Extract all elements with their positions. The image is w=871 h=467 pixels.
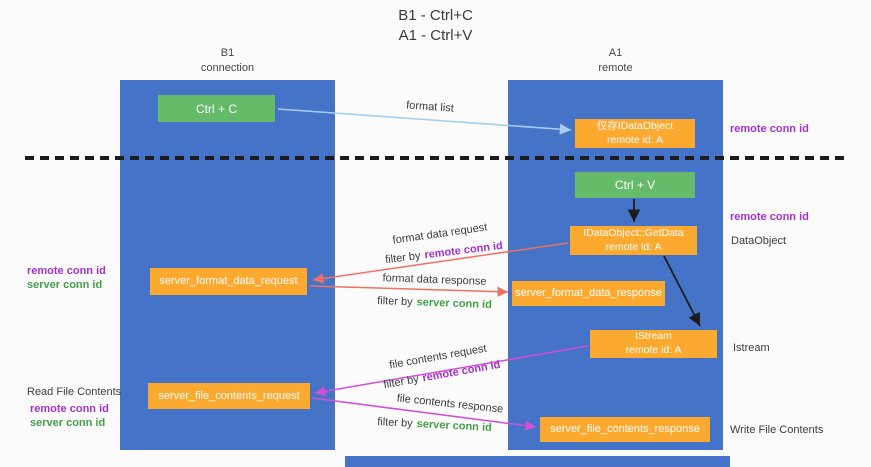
server-format-data-request-box: server_format_data_request xyxy=(150,268,307,295)
server-format-data-response-label: server_format_data_response xyxy=(515,287,662,300)
remote-conn-id-text: remote conn id xyxy=(423,239,504,262)
ctrl-v-box: Ctrl + V xyxy=(575,172,695,198)
istream-line2: remote id: A xyxy=(625,344,682,356)
remote-conn-id-left-2: remote conn id xyxy=(30,403,109,415)
divider-dashed-line xyxy=(25,156,845,160)
server-conn-id-left-1: server conn id xyxy=(27,279,103,291)
title-line-2: A1 - Ctrl+V xyxy=(398,26,473,44)
format-list-label: format list xyxy=(405,99,455,115)
lane-b1-subtitle: connection xyxy=(200,61,255,74)
server-conn-id-text: server conn id xyxy=(416,418,493,434)
getdata-line2: remote id: A xyxy=(605,240,662,253)
file-contents-response-label: file contents response xyxy=(396,392,504,416)
ctrl-v-label: Ctrl + V xyxy=(614,178,656,192)
lane-a1-name: A1 xyxy=(608,47,623,59)
filter-by-text: filter by xyxy=(376,295,413,309)
filter-by-text: filter by xyxy=(382,373,420,392)
server-conn-id-text: server conn id xyxy=(416,296,493,311)
idataobject-cache-box: 仅存IDataObject remote id: A xyxy=(575,119,695,148)
server-conn-id-left-2: server conn id xyxy=(30,417,106,429)
write-file-contents-label: Write File Contents xyxy=(730,424,824,436)
istream-box: IStream remote id: A xyxy=(590,330,717,358)
diagram-title: B1 - Ctrl+C A1 - Ctrl+V xyxy=(0,6,871,45)
lane-header-b1: B1 connection xyxy=(120,46,335,76)
idataobject-cache-line2: remote id: A xyxy=(606,133,664,146)
getdata-box: IDataObject::GetData remote id: A xyxy=(570,226,697,255)
lane-header-a1: A1 remote xyxy=(508,46,723,76)
ctrl-c-box: Ctrl + C xyxy=(158,95,275,122)
getdata-line1: IDataObject::GetData xyxy=(583,226,684,239)
server-file-contents-request-label: server_file_contents_request xyxy=(158,389,300,402)
lane-b1-name: B1 xyxy=(220,47,235,59)
filter-by-text: filter by xyxy=(376,416,413,430)
dataobject-label: DataObject xyxy=(731,235,787,247)
remote-conn-id-left-1: remote conn id xyxy=(27,265,106,277)
istream-side-label: Istream xyxy=(733,342,770,354)
istream-line1: IStream xyxy=(635,330,672,343)
read-file-contents-label: Read File Contents xyxy=(27,386,122,398)
bottom-lane-partial xyxy=(345,456,730,467)
server-file-contents-response-box: server_file_contents_response xyxy=(540,417,710,442)
remote-conn-id-right-1: remote conn id xyxy=(730,123,809,135)
format-data-response-label: format data response xyxy=(382,272,487,288)
filter-by-text: filter by xyxy=(384,249,422,267)
title-line-1: B1 - Ctrl+C xyxy=(398,7,473,24)
server-format-data-response-box: server_format_data_response xyxy=(512,281,665,306)
server-file-contents-request-box: server_file_contents_request xyxy=(148,383,310,409)
server-file-contents-response-label: server_file_contents_response xyxy=(550,423,700,436)
idataobject-cache-line1: 仅存IDataObject xyxy=(596,119,674,132)
lane-a1-subtitle: remote xyxy=(598,61,633,74)
ctrl-c-label: Ctrl + C xyxy=(195,101,237,116)
remote-conn-id-right-2: remote conn id xyxy=(730,211,809,223)
server-format-data-request-label: server_format_data_request xyxy=(159,275,298,288)
